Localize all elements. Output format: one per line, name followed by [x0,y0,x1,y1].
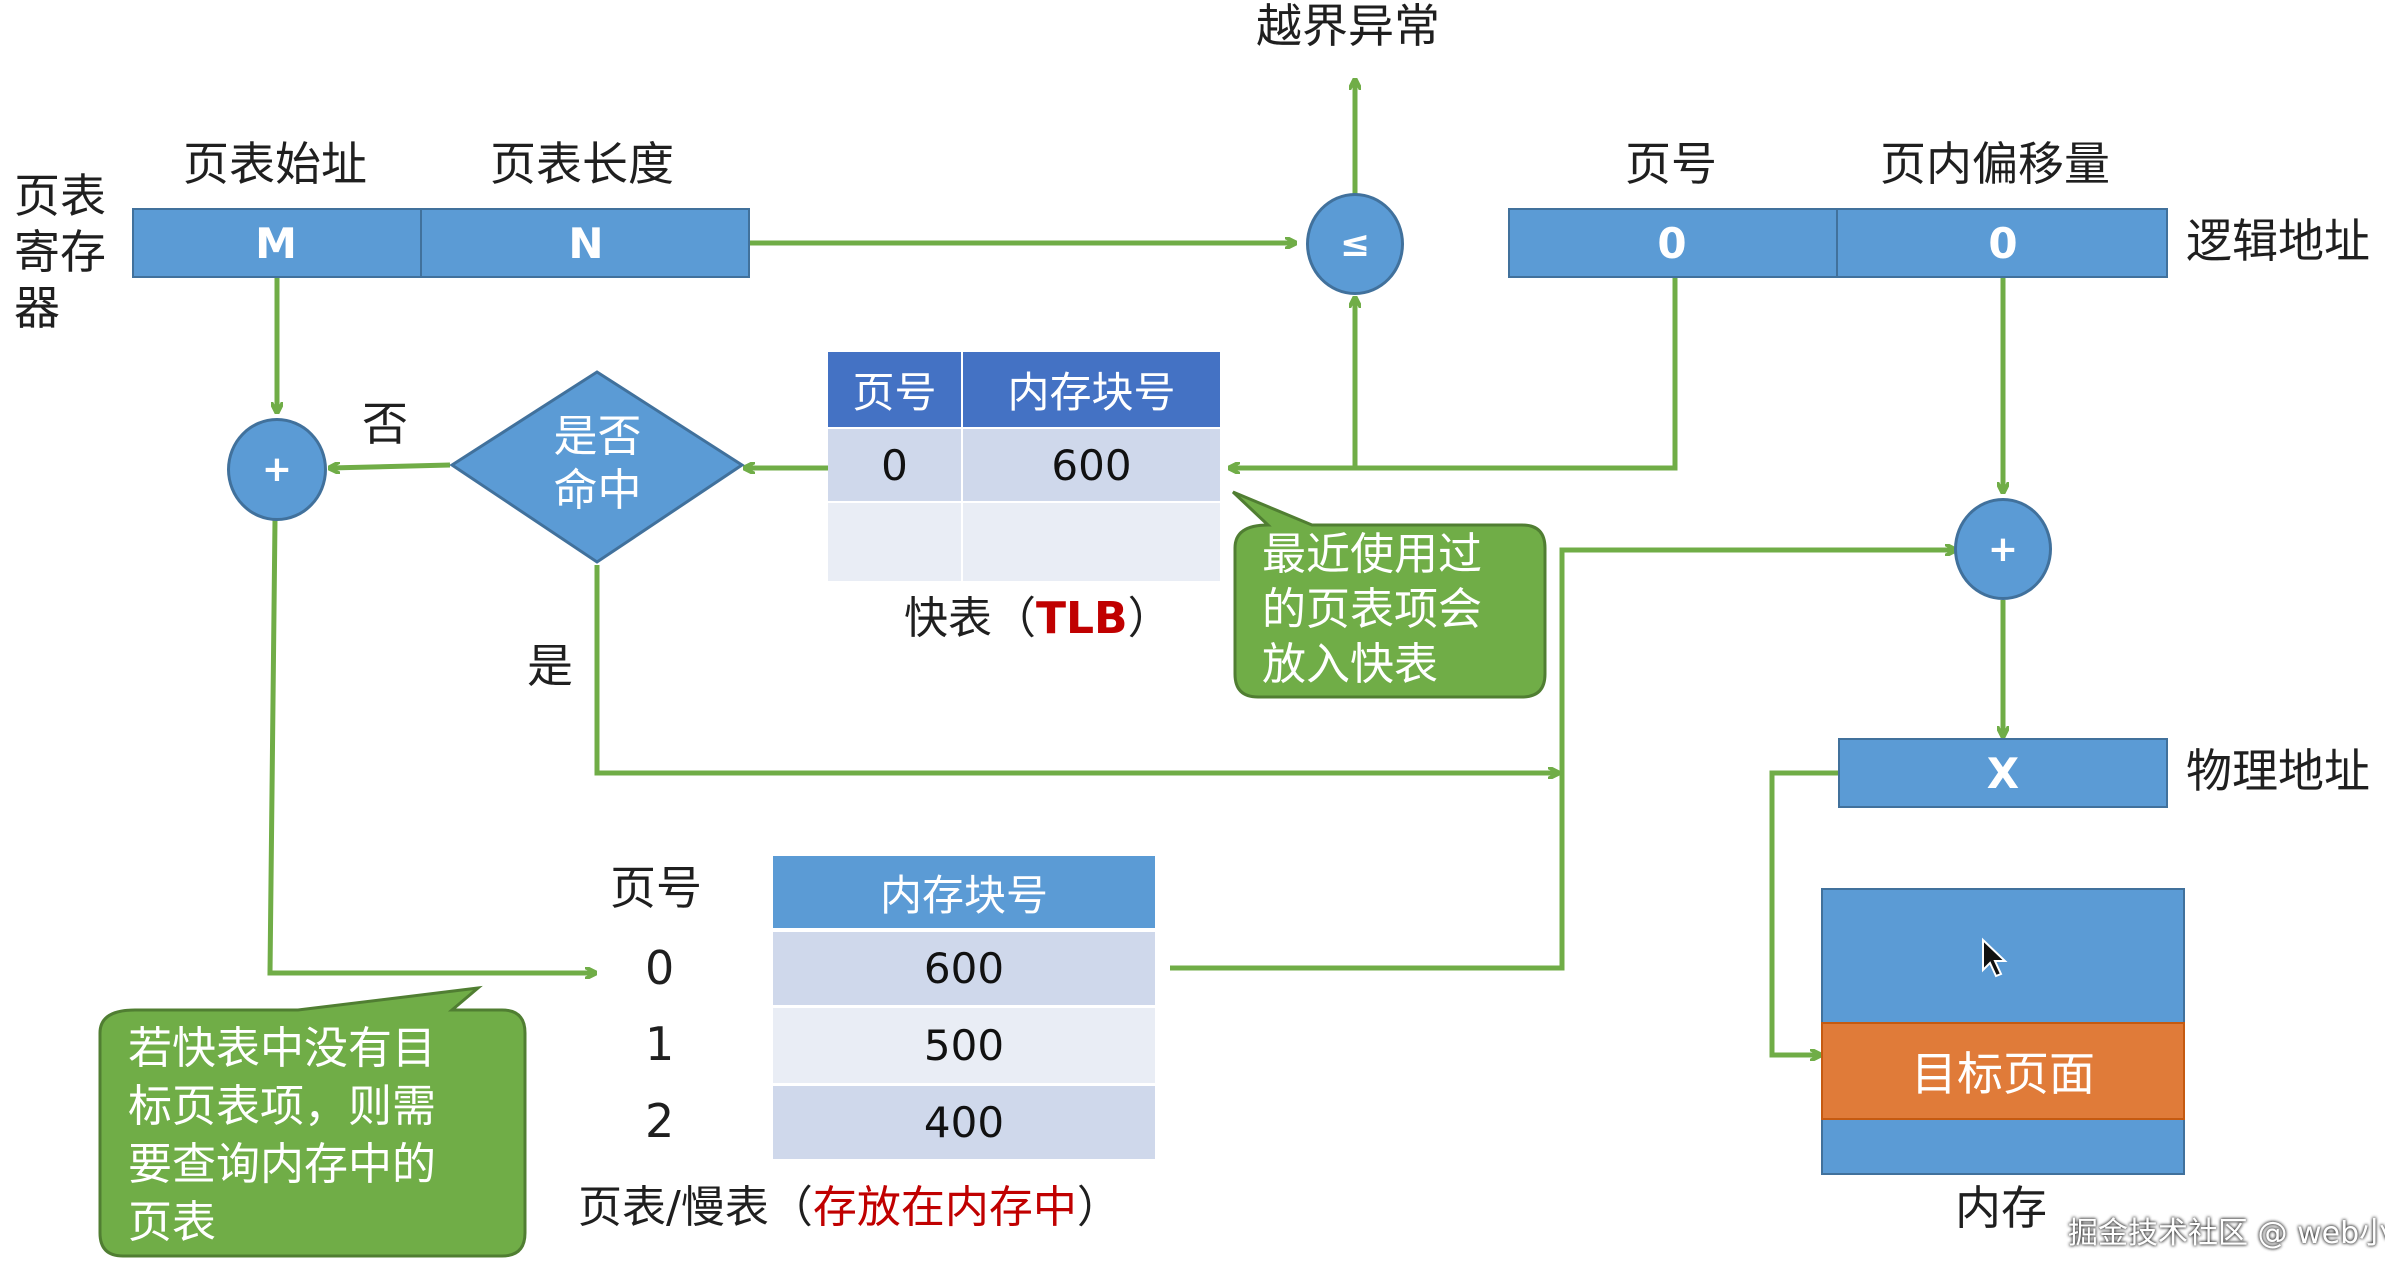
pagetable-block-header: 内存块号 [773,856,1155,928]
page-number-label: 页号 [1625,137,1717,191]
physical-address-label: 物理地址 [2186,744,2370,798]
yes-label: 是 [527,639,573,693]
no-label: 否 [362,397,408,451]
hit-decision-text: 是否 命中 [553,411,642,516]
logical-address-label: 逻辑地址 [2186,214,2370,268]
pagetable-page-header: 页号 [610,861,702,915]
tlb-note-text: 最近使用过 的页表项会 放入快表 [1262,529,1482,690]
arrow-adder-to-pagetable [267,519,595,973]
register-start-cell: M [132,208,422,278]
arrow-physical-to-memory [1769,770,1838,1055]
tlb-row-1-block [963,503,1220,581]
page-table-register [132,208,750,278]
memory-label: 内存 [1955,1181,2047,1235]
register-length-cell: N [568,218,604,268]
adder-left: + [227,418,327,521]
logical-page-cell: 0 [1508,208,1838,278]
physical-address-bar [1838,738,2168,808]
logical-offset-cell: 0 [1988,218,2018,268]
miss-note-text: 若快表中没有目 标页表项，则需 要查询内存中的 页表 [128,1023,436,1248]
tlb-row-1-page [828,503,961,581]
table-start-label: 页表始址 [183,137,367,191]
arrow-yes-to-merge [594,565,1558,773]
page-table-register-label: 页表 寄存 器 [14,169,106,335]
pagetable-row-2-page: 2 [645,1094,675,1148]
pagetable-row-0-block: 600 [773,932,1155,1005]
out-of-bounds-label: 越界异常 [1256,0,1440,53]
pagetable-row-0-page: 0 [645,941,675,995]
adder-right: + [1954,498,2052,600]
tlb-header-block: 内存块号 [963,352,1220,427]
logical-address-bar [1508,208,2168,278]
table-length-label: 页表长度 [490,137,674,191]
physical-address-cell: X [1986,748,2020,798]
tlb-row-0-page: 0 [828,429,961,501]
compare-node: ≤ [1306,193,1404,295]
tlb-header-page: 页号 [828,352,961,427]
tlb-row-0-block: 600 [963,429,1220,501]
pagetable-caption: 页表/慢表（存放在内存中） [578,1182,1121,1233]
arrow-page-to-tlb [1230,278,1678,468]
pagetable-row-1-block: 500 [773,1008,1155,1083]
page-offset-label: 页内偏移量 [1880,137,2110,191]
arrow-decision-to-adder [330,465,451,468]
pagetable-row-2-block: 400 [773,1086,1155,1159]
tlb-caption: 快表（TLB） [904,593,1172,644]
target-page: 目标页面 [1821,1022,2185,1120]
watermark: 掘金技术社区 @ web小张 [2068,1216,2385,1251]
arrow-pagetable-to-adder [1170,550,1955,971]
pagetable-row-1-page: 1 [645,1017,675,1071]
